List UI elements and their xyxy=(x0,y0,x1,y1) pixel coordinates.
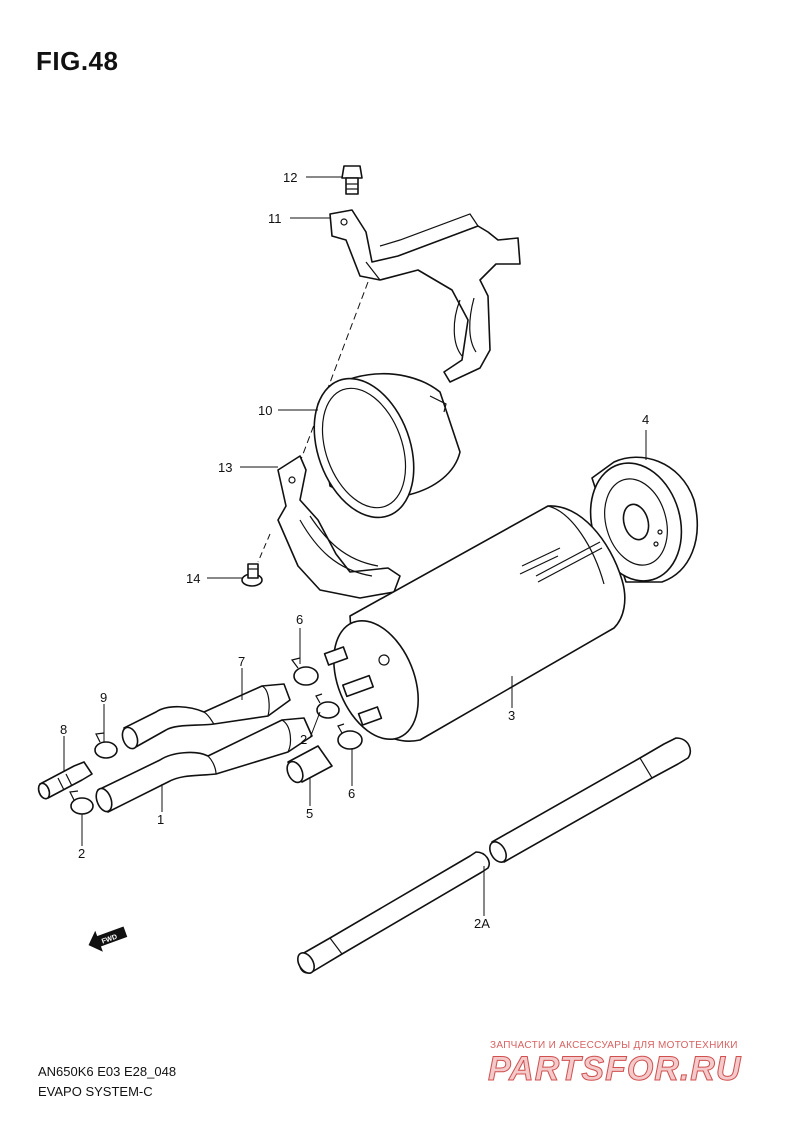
part-14-screw xyxy=(241,563,263,587)
watermark-logo: PARTSFOR.RU xyxy=(487,1050,742,1089)
part-6-clamp-middle xyxy=(315,693,340,719)
figure-title: FIG.48 xyxy=(36,46,119,76)
callout-11: 11 xyxy=(268,211,282,226)
callout-6-lower: 6 xyxy=(348,786,355,801)
fwd-arrow-icon: FWD xyxy=(88,926,128,952)
callout-13: 13 xyxy=(218,460,232,475)
part-11-upper-bracket xyxy=(329,209,521,383)
part-9-clamp xyxy=(94,732,118,759)
model-code: AN650K6 E03 E28_048 xyxy=(38,1064,177,1079)
part-1-lower-hose xyxy=(95,717,313,813)
callout-4: 4 xyxy=(642,412,649,427)
part-4-canister-cap xyxy=(589,456,698,583)
callout-2A: 2A xyxy=(474,916,490,931)
callout-7: 7 xyxy=(238,654,245,669)
callout-14: 14 xyxy=(186,571,200,586)
part-2-clamp-left xyxy=(69,790,94,815)
callout-1: 1 xyxy=(157,812,164,827)
callout-6-upper: 6 xyxy=(296,612,303,627)
leader-lines xyxy=(63,176,647,916)
callout-12: 12 xyxy=(283,170,297,185)
callout-3: 3 xyxy=(508,708,515,723)
callout-9: 9 xyxy=(100,690,107,705)
part-2A-long-hose xyxy=(297,737,692,974)
callout-8: 8 xyxy=(60,722,67,737)
callout-2-middle: 2 xyxy=(300,732,307,747)
callout-5: 5 xyxy=(306,806,313,821)
part-6-clamp-upper xyxy=(290,657,319,686)
part-10-cushion-ring xyxy=(313,372,461,519)
part-5-short-hose xyxy=(286,745,333,784)
part-13-lower-bracket xyxy=(277,455,401,599)
watermark-tagline: ЗАПЧАСТИ И АКСЕССУАРЫ ДЛЯ МОТОТЕХНИКИ xyxy=(490,1040,738,1051)
part-3-canister xyxy=(323,505,626,742)
system-name: EVAPO SYSTEM-C xyxy=(38,1084,153,1099)
part-6-clamp-lower xyxy=(337,723,363,750)
part-12-bolt xyxy=(341,165,363,195)
part-8-joint-fitting xyxy=(37,761,93,800)
callout-2-left: 2 xyxy=(78,846,85,861)
part-7-upper-hose xyxy=(121,683,291,750)
callout-10: 10 xyxy=(258,403,272,418)
